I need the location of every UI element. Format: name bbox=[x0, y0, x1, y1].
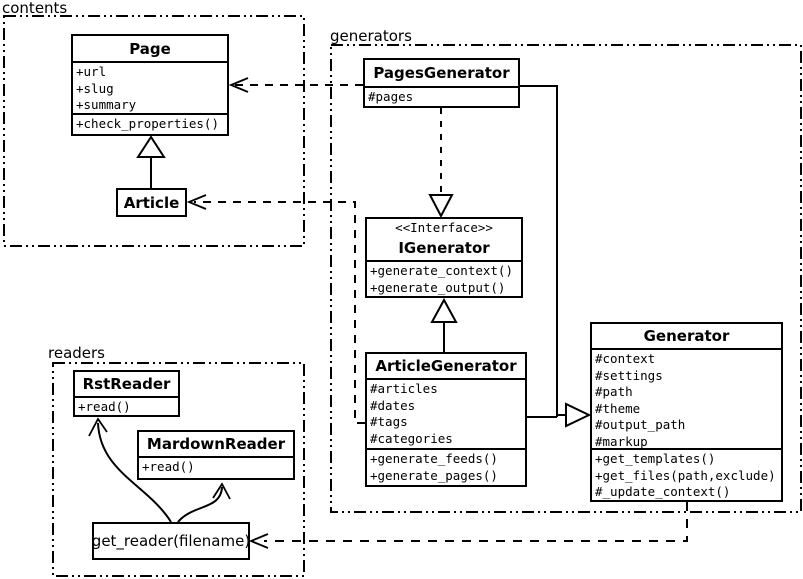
association-curve-getreader-rstreader bbox=[97, 422, 172, 523]
realization-triangle-igenerator bbox=[428, 194, 454, 219]
class-name-article-generator: ArticleGenerator bbox=[367, 354, 525, 380]
uml-method: +read() bbox=[142, 459, 195, 474]
attributes-page: +url +slug +summary bbox=[73, 63, 227, 115]
uml-attribute: #output_path bbox=[595, 417, 686, 432]
class-page: Page +url +slug +summary +check_properti… bbox=[71, 34, 229, 136]
class-name-generator: Generator bbox=[592, 324, 781, 350]
dependency-line-generator-getreader bbox=[264, 502, 688, 542]
uml-attribute: #markup bbox=[595, 433, 648, 449]
package-label-contents: contents bbox=[2, 0, 68, 17]
methods-generator: +get_templates() +get_files(path,exclude… bbox=[592, 450, 781, 500]
stereotype-interface: <<Interface>> bbox=[395, 220, 493, 235]
class-pages-generator: PagesGenerator #pages bbox=[363, 58, 520, 108]
uml-attribute: #path bbox=[595, 384, 633, 399]
interface-igenerator: <<Interface>> IGenerator +generate_conte… bbox=[365, 217, 523, 298]
uml-method: #_update_context() bbox=[595, 484, 731, 499]
class-name-markdown-reader: MardownReader bbox=[139, 432, 293, 458]
class-name-page: Page bbox=[73, 36, 227, 63]
inheritance-triangle-igenerator bbox=[430, 297, 458, 323]
methods-igenerator: +generate_context() +generate_output() bbox=[367, 262, 521, 298]
uml-attribute: #context bbox=[595, 351, 656, 366]
class-article-generator: ArticleGenerator #articles #dates #tags … bbox=[365, 352, 527, 487]
function-label-get-reader: get_reader(filename) bbox=[91, 532, 251, 550]
uml-method: +generate_context() bbox=[370, 263, 513, 278]
uml-method: +get_templates() bbox=[595, 451, 716, 466]
class-markdown-reader: MardownReader +read() bbox=[137, 430, 295, 480]
uml-attribute: +summary bbox=[76, 97, 137, 112]
open-arrowhead-rstreader bbox=[88, 417, 108, 437]
uml-attribute: +slug bbox=[76, 80, 114, 96]
class-article: Article bbox=[116, 188, 187, 217]
uml-attribute: #categories bbox=[370, 430, 453, 446]
uml-attribute: +url bbox=[76, 64, 107, 79]
uml-method: +check_properties() bbox=[76, 116, 219, 131]
open-arrowhead-getreader bbox=[248, 533, 269, 549]
uml-method: +generate_output() bbox=[370, 279, 506, 295]
inheritance-triangle-article-page bbox=[136, 135, 166, 158]
class-rst-reader: RstReader +read() bbox=[73, 370, 180, 417]
inheritance-line-pagesgenerator-generator bbox=[520, 85, 558, 417]
attributes-pages-generator: #pages bbox=[365, 88, 518, 106]
uml-attribute: #articles bbox=[370, 381, 438, 396]
uml-attribute: #dates bbox=[370, 397, 416, 413]
class-generator: Generator #context #settings #path #them… bbox=[590, 322, 783, 502]
uml-attribute: #settings bbox=[595, 367, 663, 383]
package-border-readers bbox=[52, 362, 305, 577]
uml-method: +get_files(path,exclude) bbox=[595, 467, 776, 483]
package-border-generators bbox=[330, 44, 802, 513]
uml-attribute: #pages bbox=[368, 89, 414, 104]
methods-page: +check_properties() bbox=[73, 115, 227, 136]
methods-rst-reader: +read() bbox=[75, 398, 178, 415]
uml-method: +generate_pages() bbox=[370, 467, 498, 483]
class-name-igenerator: IGenerator bbox=[398, 238, 490, 257]
uml-attribute: #tags bbox=[370, 414, 408, 429]
class-name-rst-reader: RstReader bbox=[75, 372, 178, 398]
dependency-line-articlegenerator-article bbox=[194, 201, 365, 424]
open-arrowhead-article bbox=[186, 194, 207, 210]
class-name-article: Article bbox=[123, 193, 180, 212]
inheritance-triangle-generator bbox=[565, 402, 592, 428]
methods-markdown-reader: +read() bbox=[139, 458, 293, 478]
class-name-pages-generator: PagesGenerator bbox=[365, 60, 518, 88]
methods-article-generator: +generate_feeds() +generate_pages() bbox=[367, 450, 525, 485]
package-border-contents bbox=[3, 15, 305, 247]
uml-attribute: #theme bbox=[595, 400, 641, 416]
attributes-article-generator: #articles #dates #tags #categories bbox=[367, 380, 525, 450]
uml-method: +read() bbox=[78, 399, 131, 414]
association-curve-getreader-markdownreader bbox=[177, 486, 223, 523]
open-arrowhead-markdownreader bbox=[212, 482, 231, 500]
open-arrowhead-page bbox=[228, 77, 249, 93]
package-label-readers: readers bbox=[48, 344, 105, 362]
package-label-generators: generators bbox=[330, 27, 412, 45]
attributes-generator: #context #settings #path #theme #output_… bbox=[592, 350, 781, 450]
uml-method: +generate_feeds() bbox=[370, 451, 498, 466]
function-get-reader: get_reader(filename) bbox=[92, 522, 250, 560]
